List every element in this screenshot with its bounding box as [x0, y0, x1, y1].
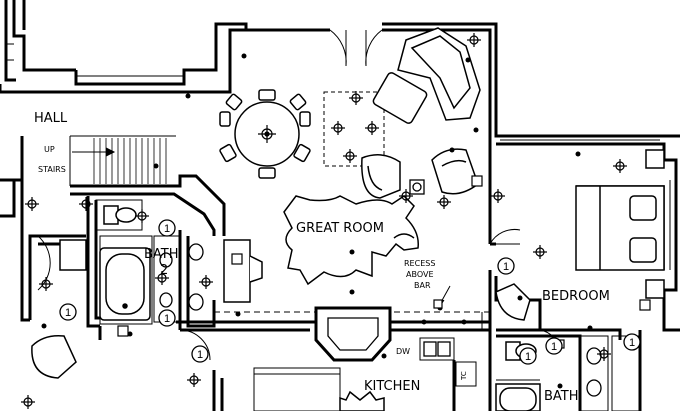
- bathtub-icon: [99, 247, 151, 321]
- tag-4: 1: [197, 349, 203, 361]
- label-kitchen: KITCHEN: [364, 379, 420, 394]
- label-bath2-1: BATH: [144, 247, 179, 262]
- tag-3: 1: [65, 307, 71, 319]
- bathtub-icon: [495, 383, 541, 411]
- label-bedroom: BEDROOM: [542, 289, 610, 304]
- label-recess-3: BAR: [414, 281, 431, 290]
- kitchen-island-icon: [314, 306, 392, 411]
- label-hall: HALL: [34, 111, 68, 126]
- stove-icon: [409, 179, 425, 195]
- label-tc: TC: [460, 371, 468, 381]
- ceiling-light-icon: [21, 33, 627, 409]
- tag-5: 1: [503, 261, 509, 273]
- tag-7: 1: [525, 351, 531, 363]
- tag-6: 1: [629, 337, 635, 349]
- sofa-icon: [372, 27, 481, 124]
- label-stairs: STAIRS: [38, 165, 66, 174]
- label-great-room: GREAT ROOM: [296, 221, 384, 236]
- label-dw: DW: [396, 347, 410, 356]
- bed-icon: [575, 149, 665, 299]
- tag-8: 1: [551, 341, 557, 353]
- label-bath: BATH: [544, 389, 579, 404]
- armchair-icon: [31, 148, 531, 379]
- sink-icon: [159, 243, 602, 397]
- label-bath2-2: 2: [160, 263, 168, 278]
- label-recess-2: ABOVE: [406, 270, 434, 279]
- desk-icon: [59, 239, 263, 303]
- tag-2: 1: [164, 313, 170, 325]
- label-recess-1: RECESS: [404, 259, 435, 268]
- tag-1: 1: [164, 223, 170, 235]
- outlet-dots: [41, 53, 593, 389]
- rug-icon: [283, 195, 419, 286]
- label-up: UP: [44, 145, 55, 154]
- thin-lines: [6, 29, 671, 411]
- number-tags: [59, 219, 641, 365]
